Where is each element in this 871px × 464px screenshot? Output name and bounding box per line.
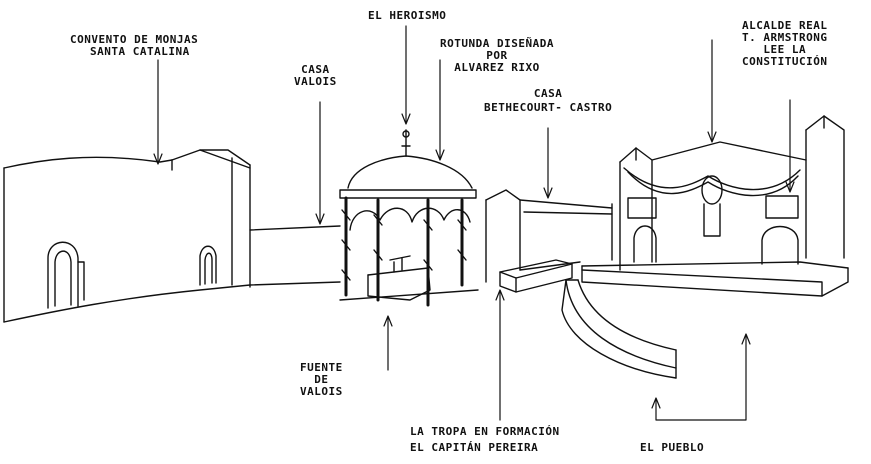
- arrow-pueblo: [655, 334, 747, 421]
- label-alcalde: ALCALDE REAL T. ARMSTRONG LEE LA CONSTIT…: [742, 19, 828, 68]
- label-rotunda: ROTUNDA DISEÑADA POR ALVAREZ RIXO: [440, 37, 554, 74]
- convent-building: [3, 149, 251, 323]
- label-fuente: FUENTE DE VALOIS: [300, 361, 343, 398]
- pointer-lines: [153, 25, 795, 421]
- label-convento: CONVENTO DE MONJAS SANTA CATALINA: [70, 33, 199, 58]
- bethencourt-wall: [485, 189, 613, 293]
- wall-valois: [249, 225, 341, 231]
- label-tropa: LA TROPA EN FORMACIÓN EL CAPITÁN PEREIRA: [410, 425, 560, 454]
- label-casa-valois: CASA VALOIS: [294, 63, 337, 88]
- rotunda: [339, 129, 479, 307]
- label-casa-bethencourt: CASA BETHECOURT- CASTRO: [484, 87, 613, 114]
- stage: [561, 115, 849, 379]
- label-heroismo: EL HEROISMO: [368, 9, 447, 22]
- label-pueblo: EL PUEBLO: [640, 441, 705, 454]
